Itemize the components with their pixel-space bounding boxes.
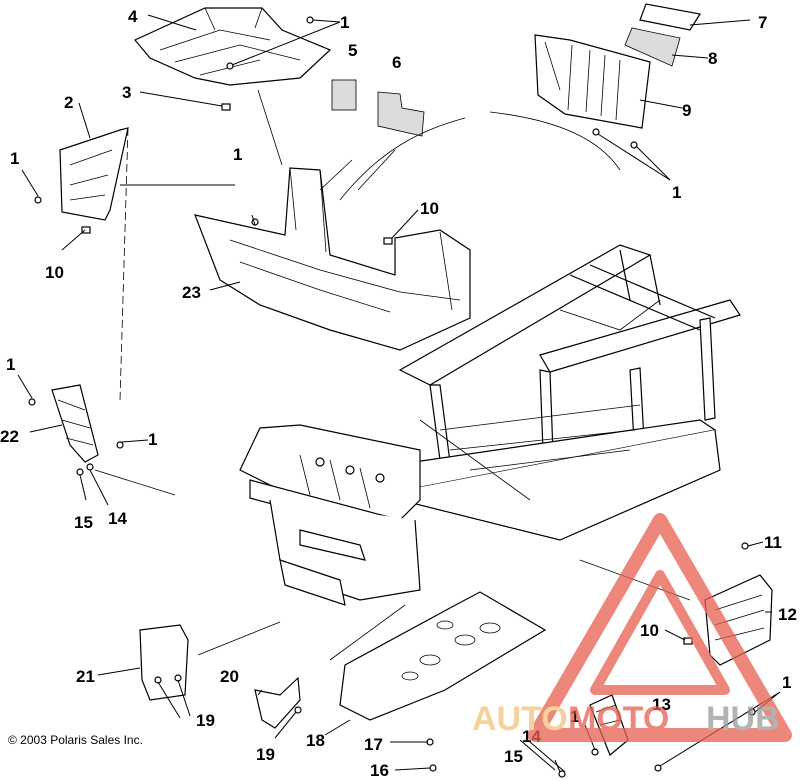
part-7-decal — [639, 3, 701, 31]
main-frame — [358, 244, 741, 541]
front-bumper — [239, 424, 421, 606]
callout-14: 14 — [108, 509, 127, 528]
callout-19: 19 — [256, 745, 275, 764]
callout-23: 23 — [182, 283, 201, 302]
callout-8: 8 — [708, 49, 717, 68]
part-18-skidplate — [339, 591, 547, 721]
callout-1: 1 — [782, 673, 791, 692]
assembly-lines — [94, 89, 691, 661]
callout-21: 21 — [76, 667, 95, 686]
callout-22: 22 — [0, 427, 19, 446]
part-20-panel — [254, 676, 302, 729]
callout-1: 1 — [570, 707, 579, 726]
callout-17: 17 — [364, 735, 383, 754]
callout-3: 3 — [122, 83, 131, 102]
part-4-cover — [134, 7, 332, 86]
callout-18: 18 — [306, 731, 325, 750]
callout-2: 2 — [64, 93, 73, 112]
callout-1: 1 — [340, 13, 349, 32]
callout-10: 10 — [640, 621, 659, 640]
callout-1: 1 — [6, 355, 15, 374]
callout-15: 15 — [74, 513, 93, 532]
callout-1: 1 — [233, 145, 242, 164]
callout-10: 10 — [420, 199, 439, 218]
callout-7: 7 — [758, 13, 767, 32]
copyright-text: © 2003 Polaris Sales Inc. — [8, 733, 143, 747]
callout-12: 12 — [778, 605, 797, 624]
automotohub-watermark: AUTO MOTO HUB — [472, 513, 792, 742]
callout-20: 20 — [220, 667, 239, 686]
callout-1: 1 — [148, 430, 157, 449]
callout-1: 1 — [672, 183, 681, 202]
callout-1: 1 — [10, 149, 19, 168]
callout-11: 11 — [764, 533, 782, 552]
callout-16: 16 — [370, 761, 389, 780]
callout-4: 4 — [128, 7, 138, 26]
part-23-floor — [194, 167, 471, 351]
callout-13: 13 — [652, 695, 671, 714]
callout-labels: 4 1 7 8 5 6 3 9 2 1 1 1 10 10 23 1 22 1 … — [0, 7, 797, 780]
callout-15: 15 — [504, 747, 523, 766]
watermark-hub: HUB — [706, 700, 780, 738]
callout-5: 5 — [348, 41, 357, 60]
part-22-guard — [51, 384, 99, 476]
part-2-bracket — [59, 127, 129, 221]
fasteners-1 — [28, 16, 756, 778]
callout-9: 9 — [682, 101, 691, 120]
part-9-panel — [534, 34, 651, 129]
part-5-panel — [331, 79, 357, 111]
part-6-panel — [377, 91, 425, 137]
watermark-auto: AUTO — [472, 700, 568, 738]
callout-6: 6 — [392, 53, 401, 72]
callout-10: 10 — [45, 263, 64, 282]
callout-19: 19 — [196, 711, 215, 730]
part-21-panel — [139, 624, 189, 701]
watermark-moto: MOTO — [568, 700, 669, 738]
part-8-decal — [624, 27, 681, 67]
